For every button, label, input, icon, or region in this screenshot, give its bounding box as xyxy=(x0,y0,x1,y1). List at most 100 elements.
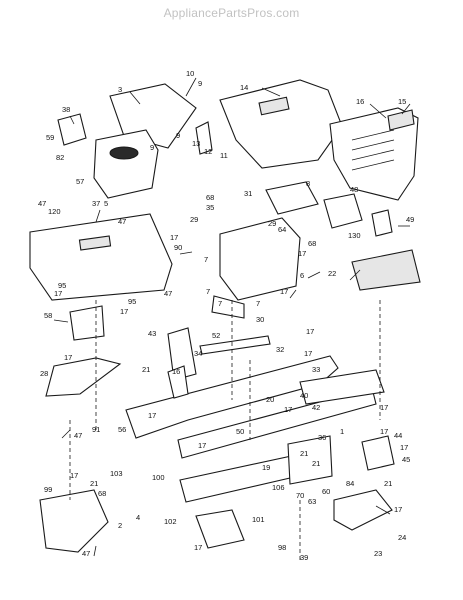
callout-label: 17 xyxy=(280,287,288,296)
callout-label: 14 xyxy=(240,83,248,92)
bumper-part xyxy=(351,249,421,291)
callout-label: 24 xyxy=(398,533,406,542)
callout-label: 16 xyxy=(356,97,364,106)
callout-label: 120 xyxy=(48,207,61,216)
callout-label: 12 xyxy=(204,147,212,156)
callout-label: 17 xyxy=(170,233,178,242)
callout-label: 43 xyxy=(148,329,156,338)
dashboard-slot xyxy=(78,235,112,251)
drawbar-part xyxy=(195,509,245,549)
callout-label: 60 xyxy=(322,487,330,496)
callout-label: 99 xyxy=(44,485,52,494)
callout-label: 47 xyxy=(38,199,46,208)
callout-label: 29 xyxy=(190,215,198,224)
callout-label: 17 xyxy=(306,327,314,336)
callout-label: 47 xyxy=(74,431,82,440)
callout-label: 58 xyxy=(44,311,52,320)
callout-label: 17 xyxy=(380,427,388,436)
callout-label: 95 xyxy=(58,281,66,290)
callout-label: 22 xyxy=(328,269,336,278)
dashboard-part xyxy=(29,213,173,301)
callout-label: 13 xyxy=(192,139,200,148)
callout-label: 59 xyxy=(46,133,54,142)
callout-label: 10 xyxy=(186,69,194,78)
bracket-small-part xyxy=(371,209,393,237)
callout-label: 21 xyxy=(312,459,320,468)
callout-label: 50 xyxy=(236,427,244,436)
callout-label: 39 xyxy=(300,553,308,562)
callout-label: 8 xyxy=(306,179,310,188)
callout-label: 17 xyxy=(148,411,156,420)
callout-label: 11 xyxy=(220,151,228,160)
callout-label: 16 xyxy=(172,367,180,376)
axle-bracket-part xyxy=(287,435,333,485)
callouts: 3 10 9 38 59 82 57 5 9 9 13 12 11 14 16 … xyxy=(38,69,414,562)
callout-label: 130 xyxy=(348,231,361,240)
bracket-right-part xyxy=(323,193,363,229)
callout-label: 28 xyxy=(40,369,48,378)
console-opening xyxy=(109,146,139,160)
callout-label: 7 xyxy=(206,287,210,296)
callout-label: 17 xyxy=(394,505,402,514)
callout-label: 84 xyxy=(346,479,354,488)
callout-label: 100 xyxy=(152,473,165,482)
callout-label: 38 xyxy=(62,105,70,114)
callout-label: 95 xyxy=(128,297,136,306)
callout-label: 33 xyxy=(312,365,320,374)
callout-label: 17 xyxy=(64,353,72,362)
callout-label: 15 xyxy=(398,97,406,106)
dash-panel-part xyxy=(109,83,197,149)
callout-label: 56 xyxy=(118,425,126,434)
plate-part xyxy=(265,181,319,215)
callout-label: 42 xyxy=(312,403,320,412)
grille-slots xyxy=(351,129,395,171)
callout-label: 2 xyxy=(118,521,122,530)
decal-part xyxy=(57,113,87,146)
footrest-part xyxy=(333,489,393,531)
callout-label: 17 xyxy=(380,403,388,412)
rod-part xyxy=(199,335,271,355)
callout-label: 36 xyxy=(318,433,326,442)
callout-label: 21 xyxy=(300,449,308,458)
callout-label: 30 xyxy=(256,315,264,324)
callout-label: 3 xyxy=(118,85,122,94)
callout-label: 68 xyxy=(98,489,106,498)
bracket-part xyxy=(219,217,301,301)
frame-right-part xyxy=(299,369,385,405)
callout-label: 21 xyxy=(384,479,392,488)
callout-label: 17 xyxy=(198,441,206,450)
callout-label: 7 xyxy=(204,255,208,264)
hood-part xyxy=(219,79,343,169)
callout-label: 32 xyxy=(276,345,284,354)
console-part xyxy=(93,129,159,199)
callout-label: 23 xyxy=(374,549,382,558)
callout-label: 17 xyxy=(298,249,306,258)
callout-label: 101 xyxy=(252,515,265,524)
callout-label: 29 xyxy=(268,219,276,228)
callout-label: 68 xyxy=(206,193,214,202)
callout-label: 57 xyxy=(76,177,84,186)
callout-label: 48 xyxy=(350,185,358,194)
rear-plate-part xyxy=(39,489,109,553)
leader-lines xyxy=(53,77,411,557)
callout-label: 52 xyxy=(212,331,220,340)
steering-bracket-part xyxy=(167,327,197,381)
callout-label: 63 xyxy=(308,497,316,506)
callout-label: 68 xyxy=(308,239,316,248)
callout-label: 9 xyxy=(150,143,154,152)
callout-label: 70 xyxy=(296,491,304,500)
callout-label: 7 xyxy=(218,299,222,308)
callout-label: 106 xyxy=(272,483,285,492)
callout-label: 64 xyxy=(278,225,286,234)
watermark: AppliancePartsPros.com xyxy=(163,6,300,20)
step-plate-part xyxy=(45,357,122,397)
callout-label: 37 xyxy=(92,199,100,208)
hood-grille xyxy=(258,96,290,116)
callout-label: 20 xyxy=(266,395,274,404)
callout-label: 21 xyxy=(90,479,98,488)
callout-label: 47 xyxy=(164,289,172,298)
callout-label: 90 xyxy=(174,243,182,252)
callout-label: 98 xyxy=(278,543,286,552)
callout-label: 6 xyxy=(300,271,304,280)
